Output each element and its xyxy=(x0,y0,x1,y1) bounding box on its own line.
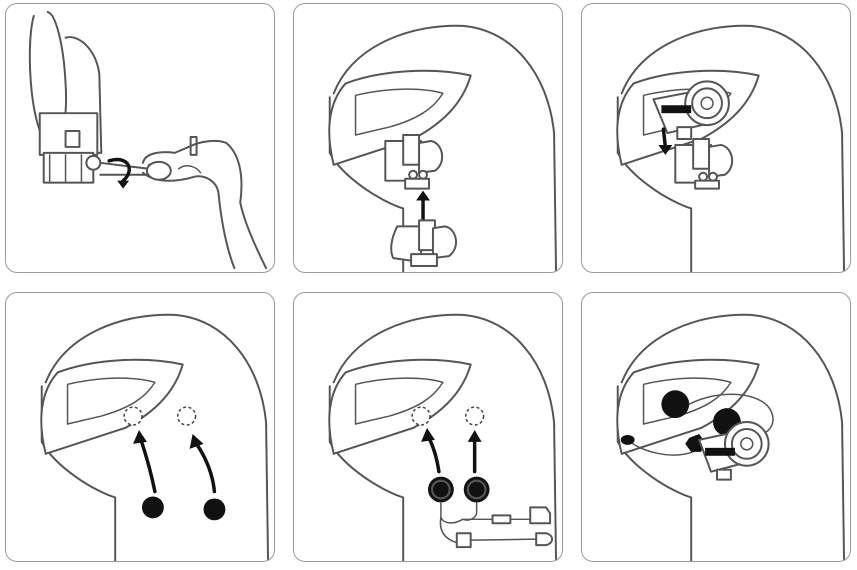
step-2-panel xyxy=(293,3,563,273)
speaker-pad xyxy=(141,496,164,519)
clamp-attach-illustration xyxy=(328,24,558,272)
loose-clamp xyxy=(390,219,457,268)
speaker-position-marker xyxy=(411,406,431,426)
clamp-screw-illustration xyxy=(28,10,268,270)
speaker-placement-illustration xyxy=(40,313,270,561)
mounted-clamp xyxy=(384,134,444,190)
step-4-panel xyxy=(5,292,275,562)
headset-unit xyxy=(652,80,730,140)
speaker-position-marker xyxy=(123,406,143,426)
step-5-panel xyxy=(293,292,563,562)
installed-headset-illustration xyxy=(616,313,846,561)
step-3-panel xyxy=(581,3,851,273)
microphone xyxy=(620,434,635,445)
cable-plug xyxy=(529,506,552,525)
speaker-position-marker xyxy=(464,406,485,426)
step-1-panel xyxy=(5,3,275,273)
cable-connector xyxy=(491,514,512,525)
headset-mount-illustration xyxy=(616,24,846,272)
cable-connector xyxy=(455,532,472,549)
step-6-panel xyxy=(581,292,851,562)
speaker-cable-illustration xyxy=(328,313,558,561)
speaker-position-marker xyxy=(176,406,197,426)
microphone-end xyxy=(535,532,554,547)
speaker xyxy=(661,390,690,419)
speaker-pad xyxy=(203,498,226,521)
mounted-clamp xyxy=(674,138,734,190)
mic-connector xyxy=(685,433,706,452)
headset-unit xyxy=(698,421,770,481)
